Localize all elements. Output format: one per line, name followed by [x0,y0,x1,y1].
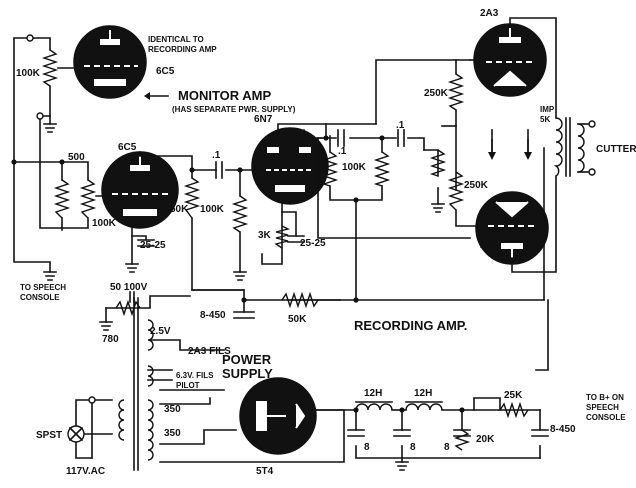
note-identical-2: RECORDING AMP [148,45,217,54]
tube-driver-6n7 [251,127,329,205]
label-r-6n7-plate: 100K [342,162,367,173]
tube-input-6c5 [101,151,179,229]
note-to-b-3: CONSOLE [586,413,626,422]
open-terminals [26,34,596,404]
label-r-250k-bottom: 250K [464,180,489,191]
tube-label-driver: 6N7 [254,114,273,125]
label-cap-8-c: 8 [444,442,450,453]
tube-label-rectifier: 5T4 [256,466,274,477]
resistors [41,49,529,451]
label-choke-2: 12H [414,388,432,399]
tube-output-top-2a3 [473,23,547,97]
label-switch: SPST [36,430,62,441]
label-cap-cathode-1: 25-25 [140,240,166,251]
label-cap-cathode-2: 25-25 [300,238,326,249]
label-mains: 117V.AC [66,466,105,477]
arrow-icons [144,92,532,160]
label-cutter: CUTTER [596,144,636,155]
label-fil-2a3: 2A3 FILS [188,346,231,357]
label-cap-6n7-plate: .1 [338,146,347,157]
note-recording-amp: RECORDING AMP. [354,318,467,333]
label-r-input-grid: 100K [92,218,117,229]
label-cap-2a3-coupling: .1 [396,120,405,131]
label-r-plate-50k: 50K [170,204,189,215]
label-r-grid-6n7: 100K [200,204,225,215]
label-r-25k: 25K [504,390,523,401]
label-r-250k-top: 250K [424,88,449,99]
note-to-speech-1: TO SPEECH [20,283,66,292]
label-cap-coupling-1: .1 [212,150,221,161]
label-v-fil-25: 2.5V [150,326,171,337]
label-cap-hum: 50 100V [110,282,148,293]
label-cap-8-b: 8 [410,442,416,453]
ground-symbols [43,123,445,471]
note-separate-supply: (HAS SEPARATE PWR. SUPPLY) [172,105,296,114]
tube-rectifier-5t4 [239,377,317,455]
inductors [118,117,591,461]
label-pot-500: 500 [68,152,85,163]
junction-dots [11,135,465,413]
note-to-b-1: TO B+ ON [586,393,624,402]
label-choke-1: 12H [364,388,382,399]
note-power-1: POWER [222,352,272,367]
capacitors [129,129,549,437]
wiring [13,17,557,471]
label-hv-350-top: 350 [164,404,181,415]
label-r-hum: 780 [102,334,119,345]
label-hv-350-bottom: 350 [164,428,181,439]
label-imp-1: IMP [540,105,555,114]
note-identical-1: IDENTICAL TO [148,35,204,44]
label-r-bleeder: 20K [476,434,495,445]
text-labels: IDENTICAL TO RECORDING AMP 6C5 MONITOR A… [16,8,636,477]
label-cap-8-450-out: 8-450 [550,424,576,435]
note-monitor-amp: MONITOR AMP [178,88,271,103]
tube-output-bottom-2a3 [475,191,549,265]
pilot-lamp-icon [67,425,85,443]
tube-monitor-6c5 [73,25,147,99]
label-cap-8-a: 8 [364,442,370,453]
note-power-2: SUPPLY [222,366,273,381]
label-r-decoupling: 50K [288,314,307,325]
tube-label-monitor: 6C5 [156,66,175,77]
label-pot-monitor: 100K [16,68,41,79]
tube-label-output-bottom: 2A3 [480,240,499,251]
label-pilot: PILOT [176,381,200,390]
note-to-b-2: SPEECH [586,403,619,412]
tube-label-output-top: 2A3 [480,8,499,19]
label-r-cathode-6n7: 3K [258,230,272,241]
tube-label-input: 6C5 [118,142,137,153]
label-imp-2: 5K [540,115,550,124]
label-fil-63: 6.3V. FILS [176,371,214,380]
label-cap-filter-main: 8-450 [200,310,226,321]
note-to-speech-2: CONSOLE [20,293,60,302]
